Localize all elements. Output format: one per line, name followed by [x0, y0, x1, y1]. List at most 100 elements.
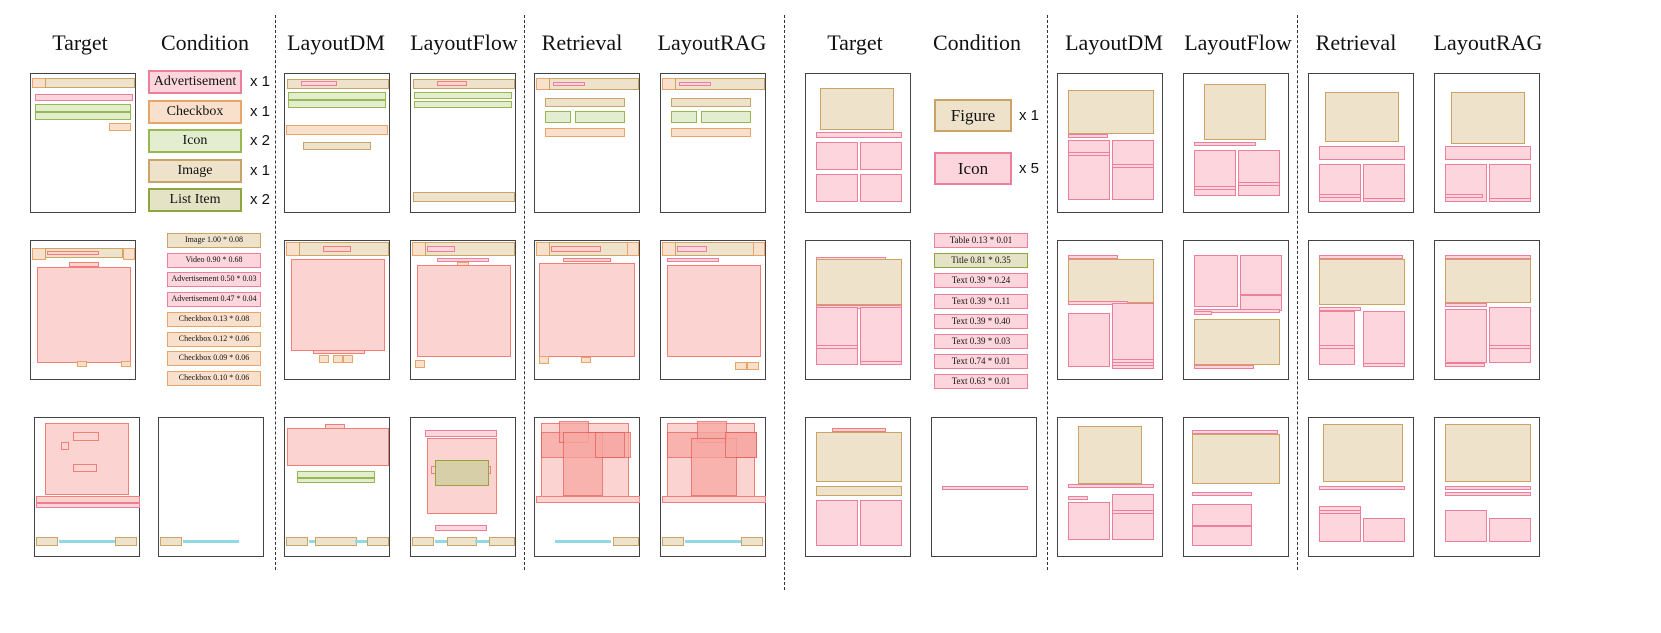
- condition-count: x 1: [1019, 107, 1040, 124]
- condition-chip: Image: [148, 158, 242, 183]
- layout-element: [820, 88, 894, 130]
- column-header: Target: [52, 30, 108, 55]
- layout-element: [662, 537, 684, 546]
- layout-element: [183, 540, 239, 543]
- dashed-separator: [524, 15, 525, 570]
- layout-canvas: [1434, 240, 1540, 380]
- layout-element: [1323, 424, 1403, 482]
- layout-element: [816, 345, 858, 349]
- layout-canvas: [1183, 417, 1289, 557]
- layout-canvas: [30, 73, 136, 213]
- condition-count: x 2: [250, 132, 271, 149]
- layout-element: [36, 537, 58, 546]
- layout-canvas: [410, 240, 516, 380]
- layout-element: [437, 81, 467, 86]
- layout-element: [447, 537, 477, 546]
- layout-element: [1445, 486, 1531, 490]
- layout-element: [1445, 303, 1487, 307]
- layout-element: [1319, 307, 1361, 311]
- layout-element: [1068, 502, 1110, 540]
- layout-element: [1204, 84, 1266, 140]
- layout-element: [545, 111, 571, 123]
- layout-element: [1112, 303, 1154, 367]
- layout-element: [1192, 430, 1278, 434]
- layout-element: [679, 82, 711, 86]
- layout-element: [832, 428, 886, 432]
- condition-size-chip: Video 0.90 * 0.68: [167, 252, 261, 268]
- layout-element: [313, 350, 365, 354]
- condition-chip: Icon: [934, 152, 1012, 185]
- condition-count: x 1: [250, 73, 271, 90]
- layout-element: [286, 125, 388, 135]
- condition-chip: List Item: [148, 188, 242, 212]
- layout-element: [1319, 255, 1403, 259]
- layout-element: [1319, 510, 1361, 514]
- layout-element: [1489, 198, 1531, 202]
- layout-canvas: [534, 73, 640, 213]
- layout-element: [286, 537, 308, 546]
- layout-element: [121, 361, 131, 367]
- layout-element: [1445, 492, 1531, 496]
- layout-element: [367, 537, 389, 546]
- layout-element: [816, 500, 858, 546]
- condition-chip: Advertisement: [148, 70, 242, 94]
- layout-element: [1319, 311, 1355, 365]
- layout-canvas: [34, 417, 140, 557]
- layout-element: [536, 242, 550, 256]
- layout-element: [675, 78, 765, 90]
- layout-element: [595, 432, 625, 458]
- layout-element: [1112, 140, 1154, 200]
- layout-element: [414, 92, 512, 99]
- layout-element: [555, 540, 611, 543]
- layout-canvas: [534, 417, 640, 557]
- layout-canvas: [931, 417, 1037, 557]
- layout-element: [1078, 426, 1142, 484]
- layout-element: [1192, 492, 1252, 496]
- layout-element: [536, 78, 550, 90]
- layout-element: [437, 258, 489, 262]
- condition-size-chip: Title 0.81 * 0.35: [934, 253, 1028, 269]
- layout-canvas: [805, 73, 911, 213]
- layout-element: [1112, 510, 1154, 514]
- layout-element: [671, 128, 751, 137]
- layout-element: [1112, 359, 1154, 363]
- layout-element: [701, 111, 751, 123]
- layout-canvas: [284, 73, 390, 213]
- dashed-separator: [784, 15, 785, 590]
- layout-element: [417, 265, 511, 357]
- layout-element: [301, 81, 337, 86]
- layout-canvas: [1057, 417, 1163, 557]
- condition-size-chip: Checkbox 0.12 * 0.06: [167, 331, 261, 347]
- layout-element: [575, 111, 625, 123]
- dashed-separator: [1047, 15, 1048, 570]
- layout-element: [662, 496, 766, 503]
- layout-element: [539, 263, 635, 357]
- layout-element: [35, 112, 131, 120]
- condition-size-chip: Text 0.39 * 0.24: [934, 273, 1028, 289]
- layout-element: [860, 174, 902, 202]
- layout-element: [1068, 496, 1088, 500]
- layout-element: [1112, 494, 1154, 540]
- layout-canvas: [660, 417, 766, 557]
- layout-element: [35, 104, 131, 112]
- layout-element: [291, 259, 385, 351]
- layout-element: [489, 537, 515, 546]
- layout-element: [667, 265, 761, 357]
- layout-element: [37, 267, 131, 363]
- layout-element: [581, 357, 591, 363]
- condition-count: x 2: [250, 191, 271, 208]
- layout-element: [435, 540, 447, 543]
- layout-element: [36, 496, 140, 503]
- layout-element: [286, 242, 300, 256]
- column-header: LayoutFlow: [410, 30, 518, 55]
- layout-element: [47, 251, 99, 255]
- layout-element: [1112, 164, 1154, 168]
- condition-count: x 5: [1019, 160, 1040, 177]
- layout-element: [1194, 142, 1256, 146]
- layout-element: [1112, 365, 1154, 369]
- layout-canvas: [284, 417, 390, 557]
- condition-size-chip: Checkbox 0.09 * 0.06: [167, 351, 261, 367]
- layout-canvas: [805, 240, 911, 380]
- column-header: Retrieval: [541, 30, 623, 55]
- layout-element: [1319, 194, 1361, 198]
